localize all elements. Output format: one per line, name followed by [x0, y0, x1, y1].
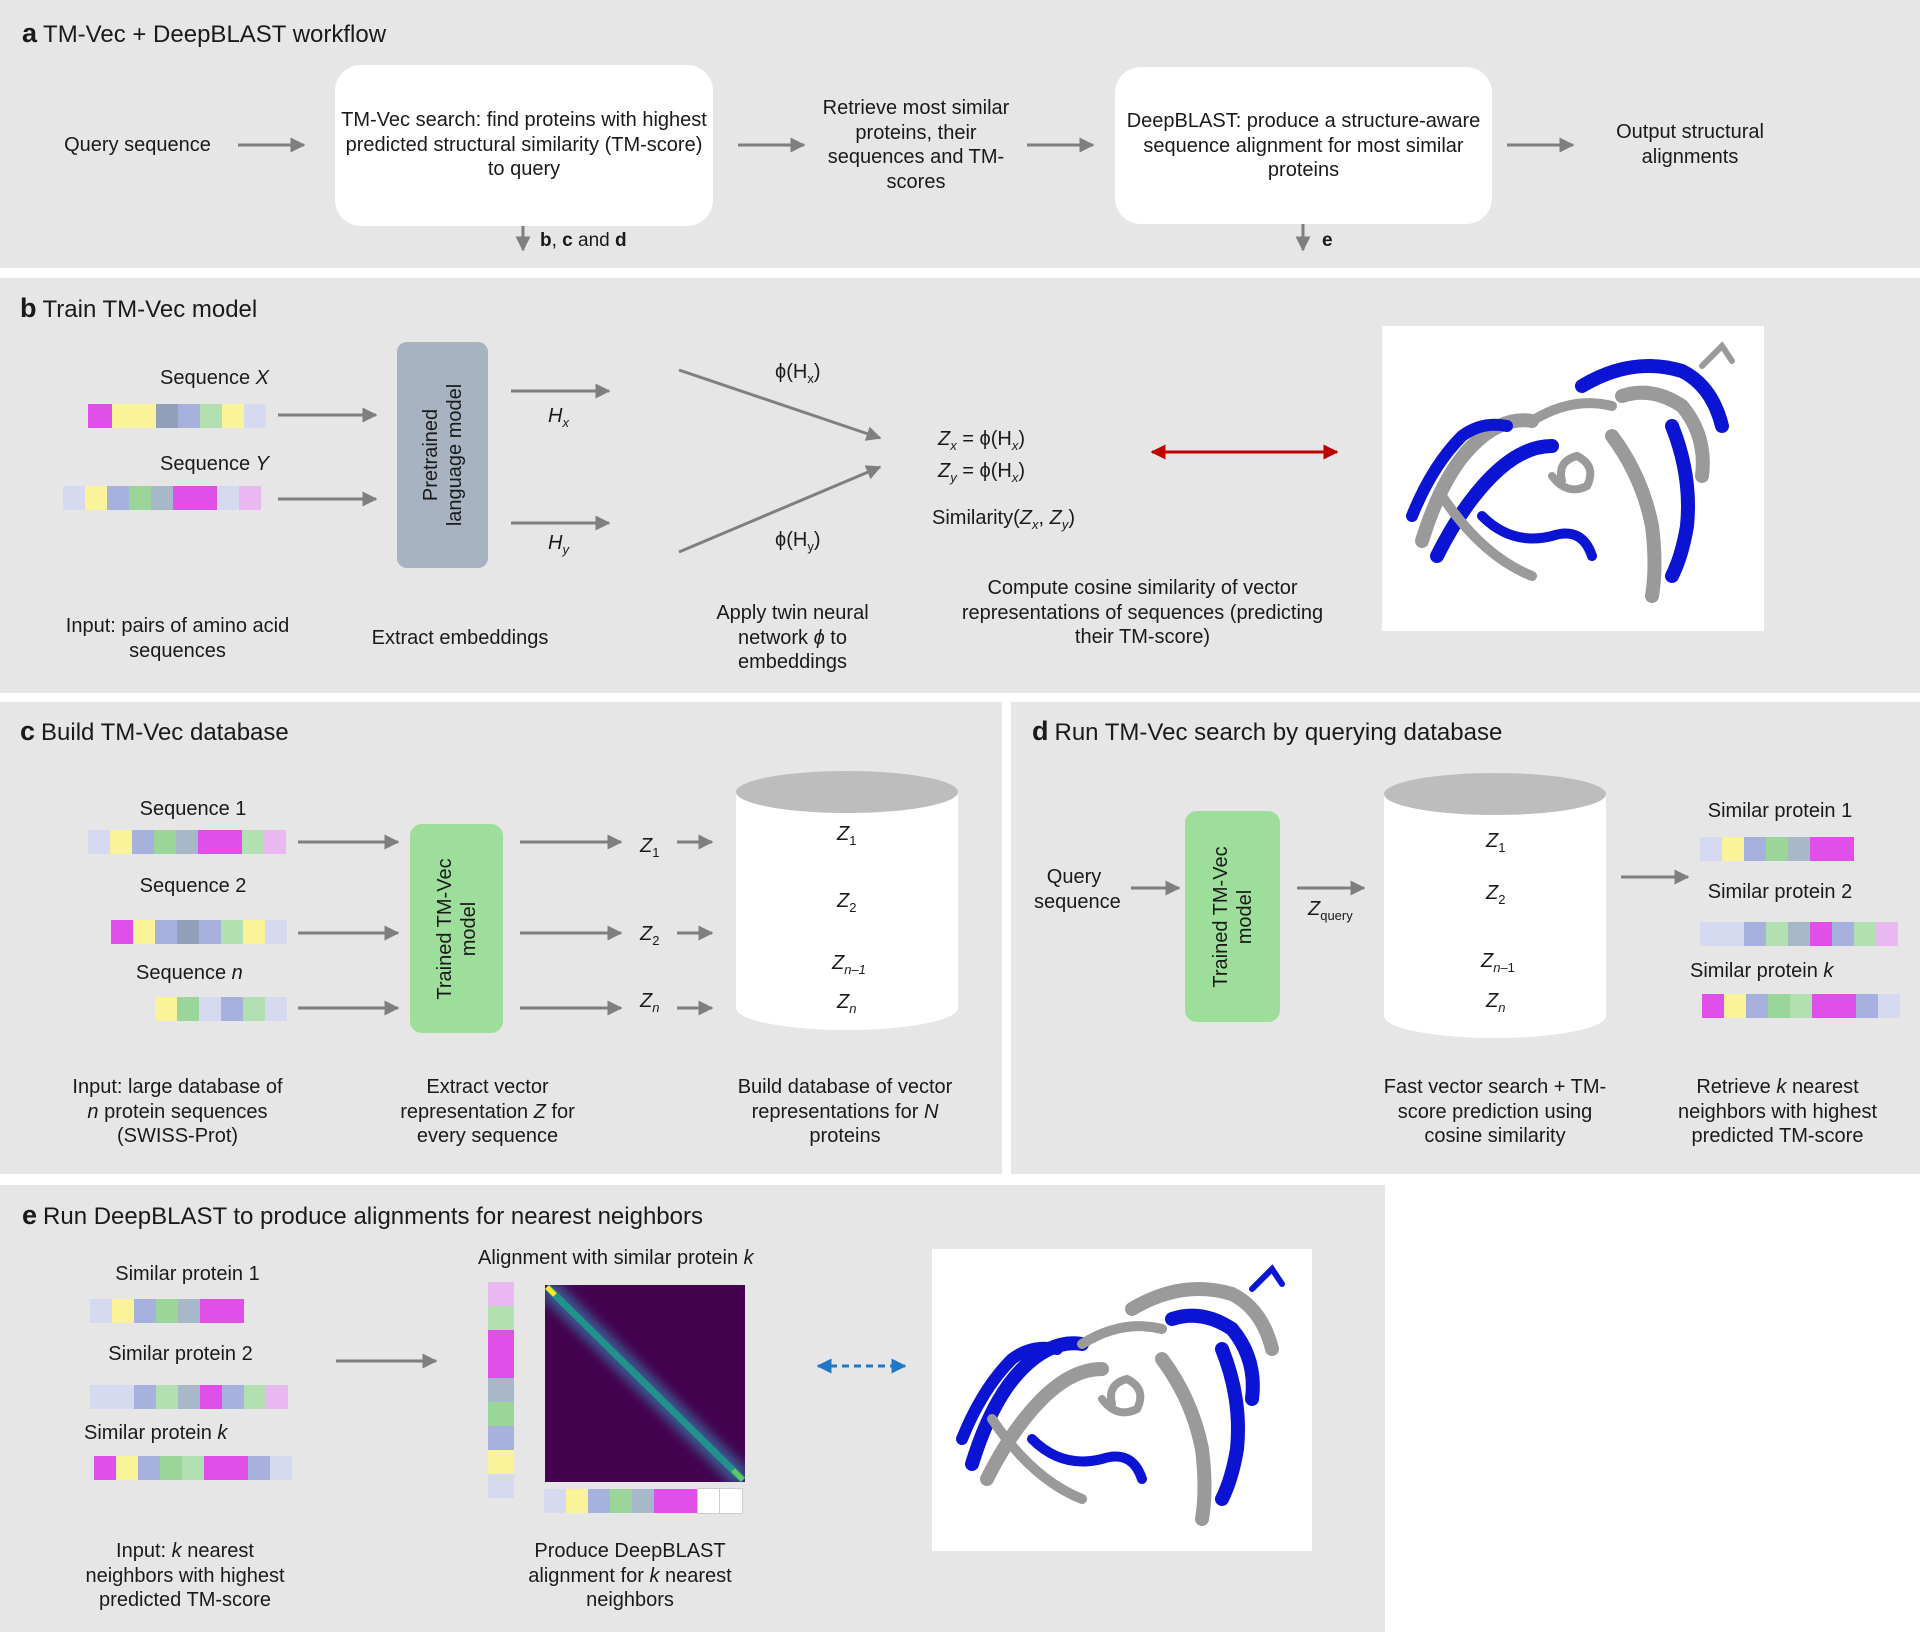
panel-ref-e: e: [1322, 230, 1333, 251]
similar-protein-2-bar-e: [90, 1385, 288, 1409]
panel-a-title-text: TM-Vec + DeepBLAST workflow: [43, 21, 387, 48]
db-zn-c: Zn: [837, 991, 857, 1016]
sequence-1-bar: [88, 830, 286, 854]
similar-protein-2-bar-d: [1700, 922, 1898, 946]
database-cylinder-c: [735, 770, 959, 1032]
caption-fast-vector-search: Fast vector search + TM-score prediction…: [1383, 1076, 1607, 1147]
protein-structure-image-b: [1382, 326, 1764, 631]
panel-d-letter: d: [1032, 716, 1049, 746]
panel-ref-bcd: b, c and d: [540, 230, 627, 251]
db-z2-c: Z2: [837, 890, 857, 915]
protein-structure-image-e: [932, 1249, 1312, 1551]
panel-a: [0, 0, 1920, 268]
similar-protein-k-e: Similar protein k: [84, 1422, 228, 1444]
panel-c-title-text: Build TM-Vec database: [41, 719, 289, 746]
db-zn1-d: Zn–1: [1481, 950, 1515, 975]
sequence-n-bar: [155, 997, 287, 1021]
caption-input-pairs: Input: pairs of amino acid sequences: [65, 615, 290, 662]
query-sequence-label: Query sequence: [64, 134, 211, 156]
z2-label: Z2: [640, 923, 660, 948]
panel-d-title-text: Run TM-Vec search by querying database: [1054, 719, 1503, 746]
zquery-label: Zquery: [1308, 898, 1353, 923]
similar-protein-k-bar-d: [1702, 994, 1900, 1018]
similar-protein-2-e: Similar protein 2: [108, 1343, 253, 1365]
panel-c-letter: c: [20, 716, 36, 746]
retrieve-text: Retrieve most similar proteins, their se…: [822, 97, 1010, 193]
db-zn1-c: Zn–1: [832, 952, 866, 977]
alignment-label: Alignment with similar protein k: [478, 1247, 754, 1269]
similar-protein-1-e: Similar protein 1: [115, 1263, 260, 1285]
panel-e-letter: e: [22, 1200, 38, 1230]
sequence-2-label: Sequence 2: [139, 875, 247, 897]
phi-hy-label: ϕ(Hy): [775, 529, 821, 554]
caption-extract-embeddings: Extract embeddings: [371, 627, 549, 649]
deepblast-text: DeepBLAST: produce a structure-aware seq…: [1126, 110, 1481, 181]
query-sequence-d: Query sequence: [1034, 866, 1121, 913]
alignment-horizontal-sequence: [544, 1488, 743, 1514]
tmvec-search-text: TM-Vec search: find proteins with highes…: [341, 109, 707, 180]
similar-protein-1-d: Similar protein 1: [1707, 800, 1853, 822]
sequence-n-label: Sequence n: [136, 962, 243, 984]
sequence-y-bar: [63, 486, 261, 510]
sequence-x-label: Sequence X: [160, 367, 269, 389]
database-cylinder-d: [1383, 772, 1607, 1040]
deepblast-box: [1115, 67, 1492, 224]
db-z1-d: Z1: [1486, 830, 1506, 855]
panel-a-letter: a: [22, 18, 38, 48]
db-zn-d: Zn: [1486, 990, 1506, 1015]
sequence-y-label: Sequence Y: [160, 453, 269, 475]
similar-protein-2-d: Similar protein 2: [1707, 881, 1853, 903]
hy-label: Hy: [548, 532, 569, 557]
db-z2-d: Z2: [1486, 882, 1506, 907]
db-z1-c: Z1: [837, 823, 857, 848]
sequence-2-bar: [111, 920, 287, 944]
output-alignments-text: Output structural alignments: [1616, 121, 1764, 168]
panel-e-title-text: Run DeepBLAST to produce alignments for …: [43, 1203, 703, 1230]
z1-label: Z1: [640, 835, 660, 860]
alignment-vertical-sequence: [488, 1282, 514, 1498]
similar-protein-k-d: Similar protein k: [1690, 960, 1834, 982]
sequence-1-label: Sequence 1: [139, 798, 247, 820]
zy-equation: Zy = ϕ(Hx): [938, 460, 1025, 485]
phi-hx-label: ϕ(Hx): [775, 361, 821, 386]
alignment-heatmap: [539, 1279, 751, 1488]
similarity-equation: Similarity(Zx, Zy): [932, 507, 1076, 532]
sequence-x-bar: [88, 404, 266, 428]
panel-b-letter: b: [20, 293, 37, 323]
similar-protein-k-bar-e: [94, 1456, 292, 1480]
panel-b-title-text: Train TM-Vec model: [42, 296, 258, 323]
zx-equation: Zx = ϕ(Hx): [938, 428, 1025, 453]
similar-protein-1-bar-e: [90, 1299, 244, 1323]
similar-protein-1-bar-d: [1700, 837, 1854, 861]
zn-label: Zn: [640, 990, 660, 1015]
caption-cosine: Compute cosine similarity of vector repr…: [961, 577, 1324, 648]
tmvec-search-box: [335, 65, 713, 226]
hx-label: Hx: [548, 405, 569, 430]
